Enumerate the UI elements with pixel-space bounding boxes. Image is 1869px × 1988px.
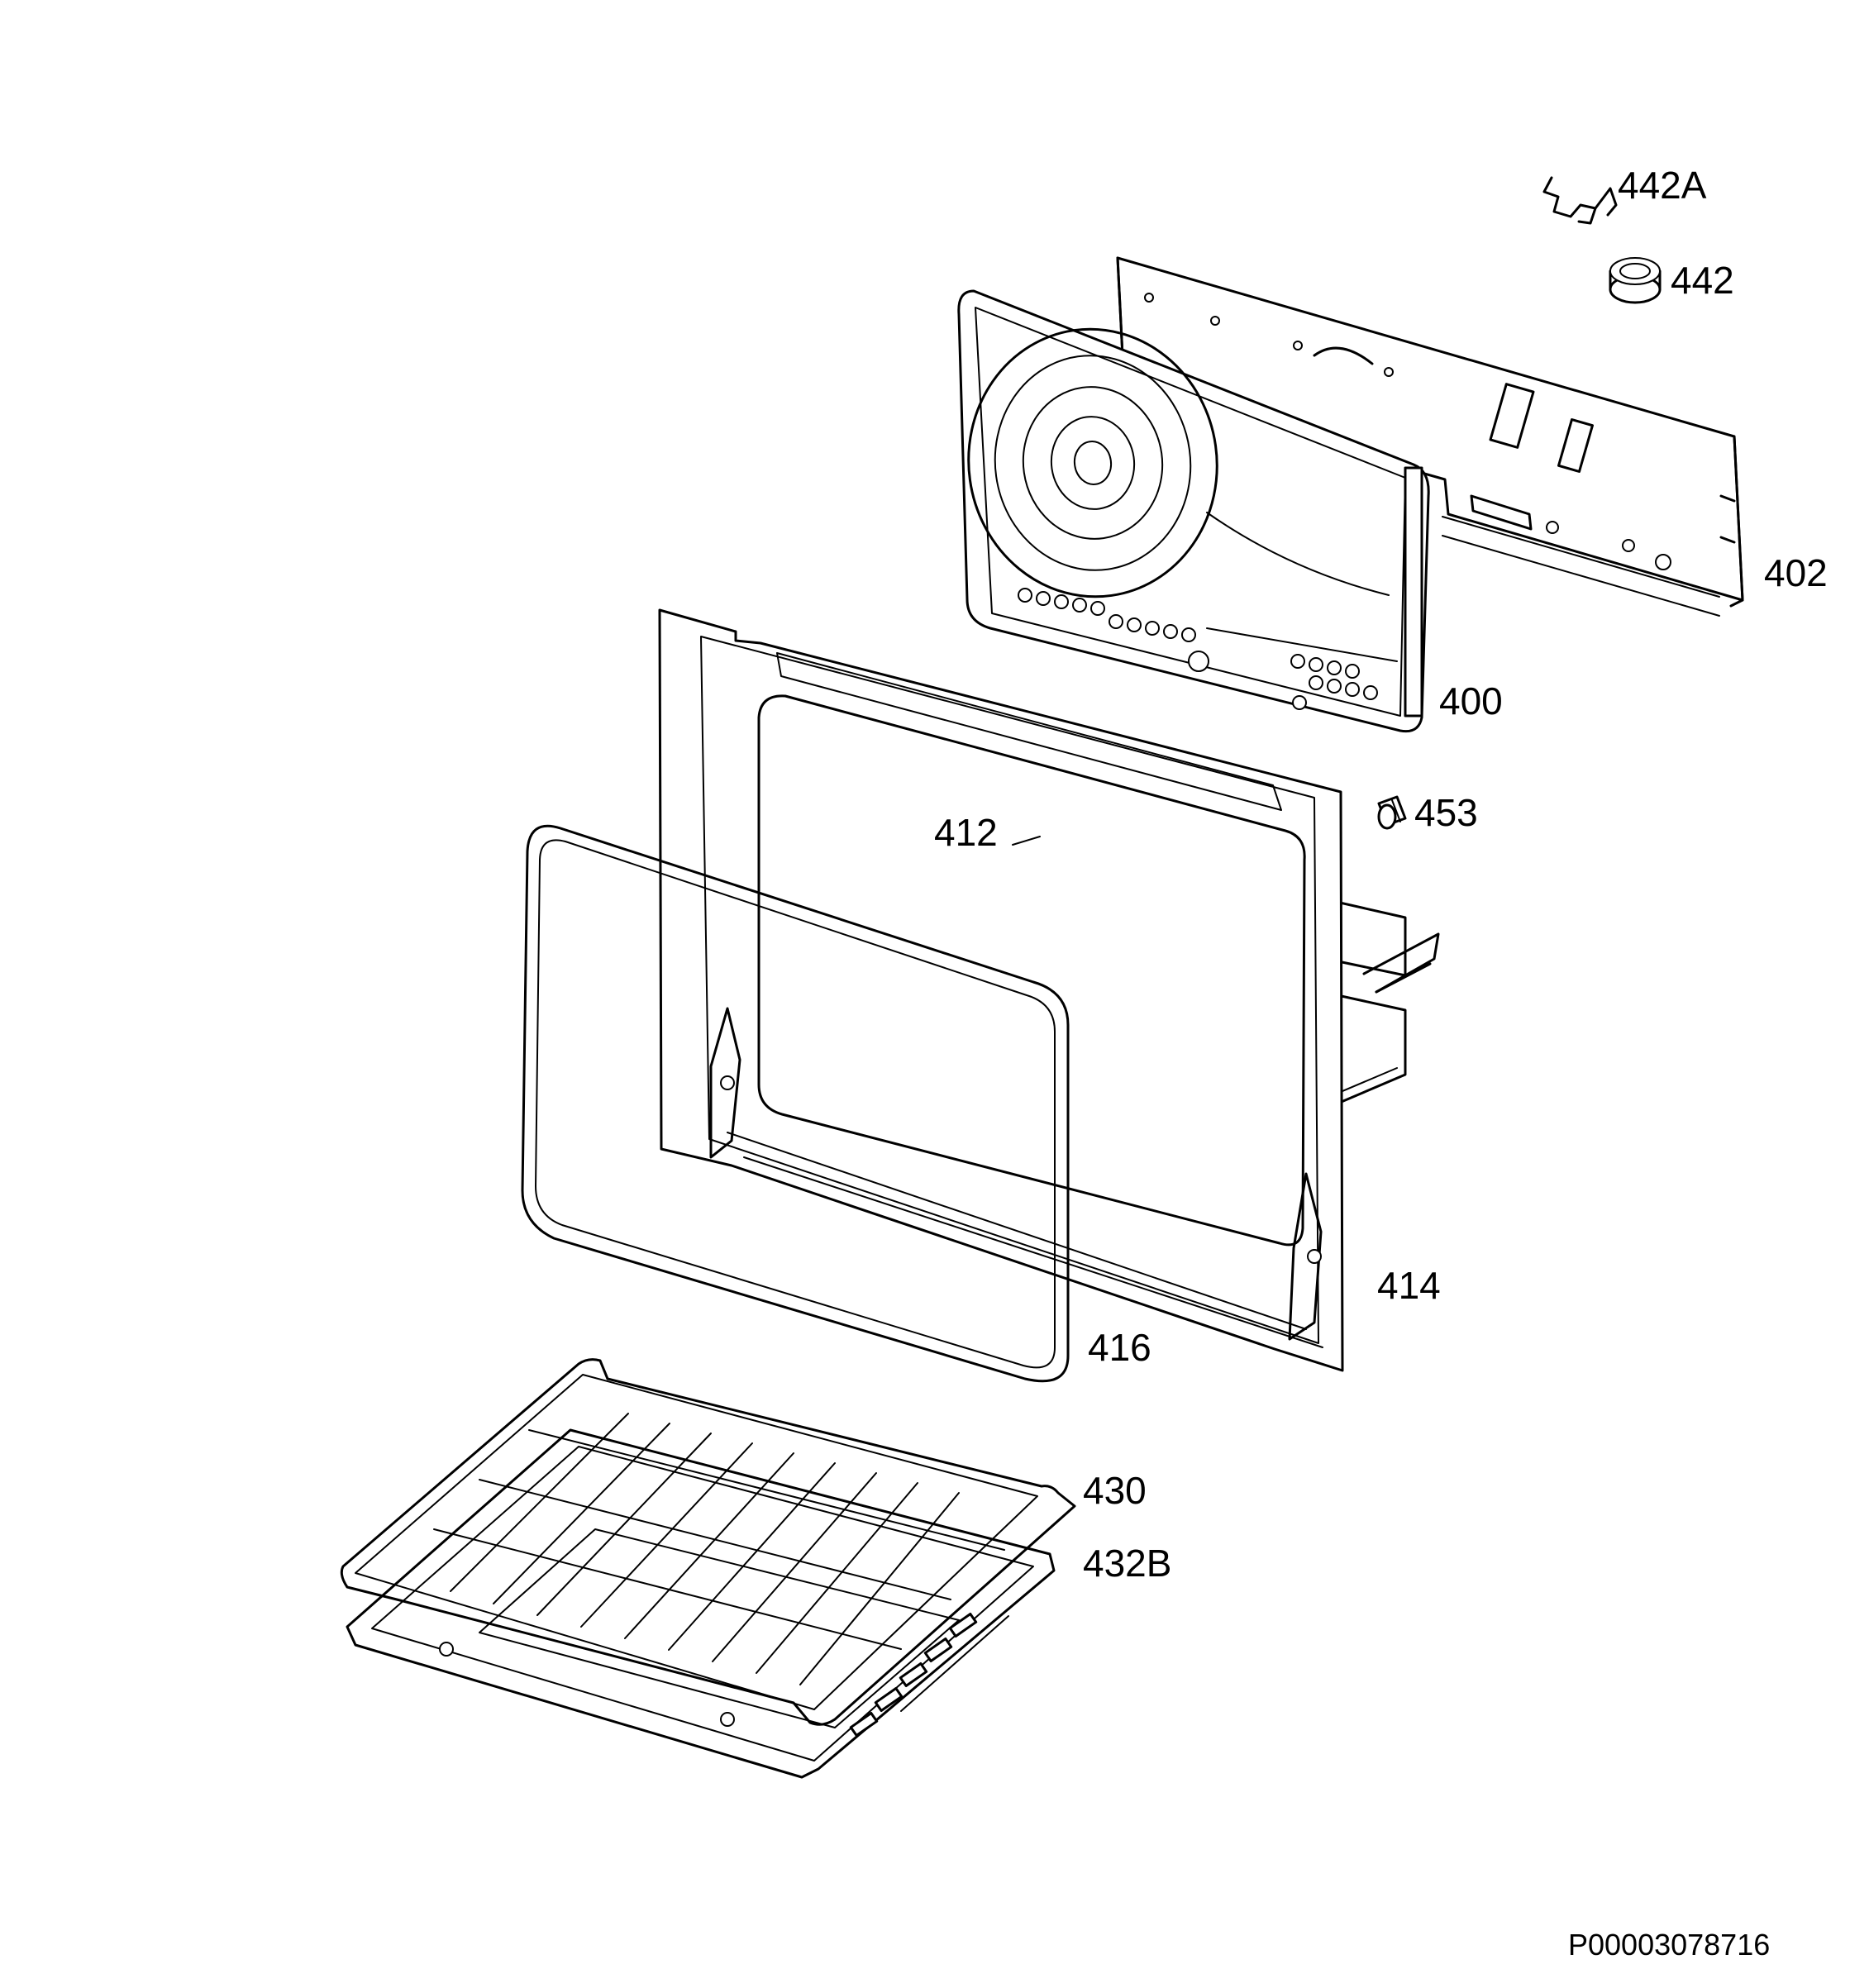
part-430-wire-shelf-drawing[interactable] <box>340 1358 1076 1726</box>
callout-402: 402 <box>1764 551 1828 594</box>
callout-416: 416 <box>1088 1326 1151 1369</box>
callout-442a: 442A <box>1618 164 1707 207</box>
callout-400: 400 <box>1439 679 1503 722</box>
part-453-fastener-drawing[interactable] <box>1377 795 1407 830</box>
callout-412: 412 <box>934 811 998 854</box>
part-414-front-frame-drawing[interactable] <box>658 608 1344 1372</box>
leader-412 <box>1012 836 1041 846</box>
part-442-foot-drawing[interactable] <box>1609 257 1662 304</box>
document-id: P00003078716 <box>1568 1928 1771 1962</box>
part-400-fan-cover-drawing[interactable] <box>951 289 1430 733</box>
part-416-gasket-drawing[interactable] <box>521 824 1070 1383</box>
part-402-rear-panel-drawing[interactable] <box>1116 256 1744 617</box>
callout-430: 430 <box>1083 1469 1147 1512</box>
callout-432b: 432B <box>1083 1542 1172 1585</box>
callout-453: 453 <box>1414 791 1478 834</box>
callout-414: 414 <box>1377 1264 1441 1307</box>
callout-442: 442 <box>1671 259 1734 302</box>
part-442a-clip-drawing[interactable] <box>1542 176 1618 225</box>
part-432b-tray-drawing[interactable] <box>346 1428 1056 1779</box>
